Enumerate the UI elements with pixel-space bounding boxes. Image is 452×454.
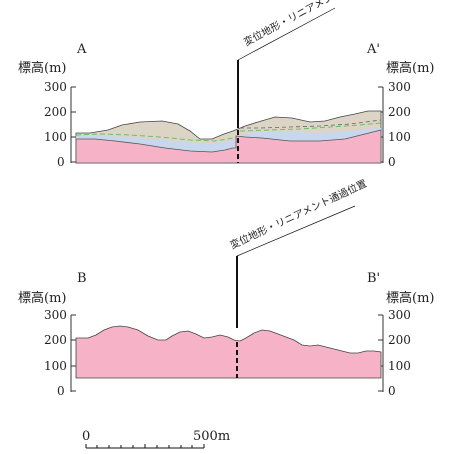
section-b-bedrock (75, 325, 382, 379)
section-b-left-tick-200: 200 (44, 333, 67, 347)
section-b-right-axis-title: 標高(m) (386, 290, 434, 306)
section-b-left-tick-300: 300 (44, 308, 67, 322)
section-a-left-tick-300: 300 (44, 80, 67, 94)
section-a-left-tick-0: 0 (57, 155, 65, 169)
section-a: A A' 標高(m) 標高(m) 300 200 100 0 300 200 1… (18, 0, 434, 169)
section-a-leader-line (237, 7, 336, 61)
section-b-right-tick-200: 200 (388, 333, 411, 347)
section-a-green-dashed-boundary (75, 122, 382, 142)
section-b-left-label: B (77, 271, 87, 286)
scale-bar-end-label: 500m (193, 429, 230, 444)
section-a-right-tick-200: 200 (388, 105, 411, 119)
section-a-bedrock (75, 129, 382, 164)
section-b-leader-line (236, 205, 356, 257)
section-a-gray-dashed-boundary (240, 119, 382, 129)
section-b: B B' 標高(m) 標高(m) 300 200 100 0 300 200 1… (18, 177, 434, 398)
section-a-left-axis: 300 200 100 0 (44, 80, 76, 169)
section-b-right-tick-0: 0 (388, 384, 396, 398)
section-b-left-axis: 300 200 100 0 (44, 308, 76, 398)
section-b-right-axis: 300 200 100 0 (378, 308, 411, 398)
section-a-left-label: A (76, 42, 87, 57)
section-a-left-tick-100: 100 (44, 130, 67, 144)
scale-bar: 0 500m (82, 429, 230, 449)
section-b-left-axis-title: 標高(m) (18, 290, 66, 306)
section-a-left-axis-title: 標高(m) (18, 60, 66, 76)
section-a-right-tick-300: 300 (388, 80, 411, 94)
section-a-right-label: A' (366, 42, 380, 57)
section-b-right-tick-100: 100 (388, 359, 411, 373)
section-b-right-tick-300: 300 (388, 308, 411, 322)
section-a-left-tick-200: 200 (44, 105, 67, 119)
section-a-right-axis-title: 標高(m) (386, 60, 434, 76)
section-b-lineament-annotation: 変位地形・リニアメント通過位置 (228, 177, 369, 252)
scale-bar-start-label: 0 (82, 429, 90, 444)
section-a-right-tick-0: 0 (388, 155, 396, 169)
section-b-left-tick-100: 100 (44, 359, 67, 373)
section-a-right-axis: 300 200 100 0 (378, 80, 411, 169)
section-b-left-tick-0: 0 (57, 384, 65, 398)
section-a-lineament-annotation: 変位地形・リニアメント通過位置 (241, 0, 379, 49)
section-a-right-tick-100: 100 (388, 130, 411, 144)
section-b-right-label: B' (367, 271, 380, 286)
